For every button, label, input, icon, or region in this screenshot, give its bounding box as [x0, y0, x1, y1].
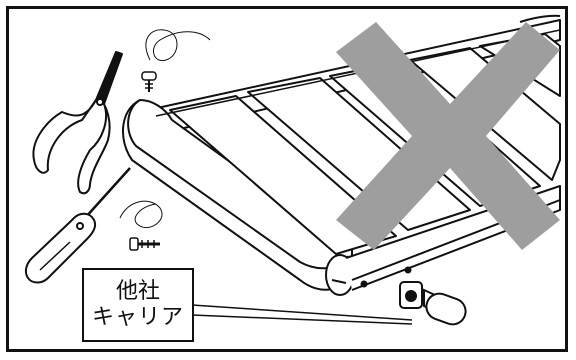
- cross-mark-icon: [336, 22, 560, 250]
- screwdriver-icon: [24, 167, 131, 284]
- pliers-icon: [32, 51, 123, 195]
- other-company-carrier-callout: 他社 キャリア: [82, 268, 194, 342]
- callout-line2: キャリア: [91, 305, 184, 330]
- callout-line1: 他社: [115, 278, 160, 304]
- screw-icon-2: [129, 237, 160, 251]
- string-loops: [119, 29, 211, 228]
- mount-bracket: [399, 281, 467, 326]
- callout-leaders: [191, 304, 413, 325]
- screw-icon: [141, 71, 157, 92]
